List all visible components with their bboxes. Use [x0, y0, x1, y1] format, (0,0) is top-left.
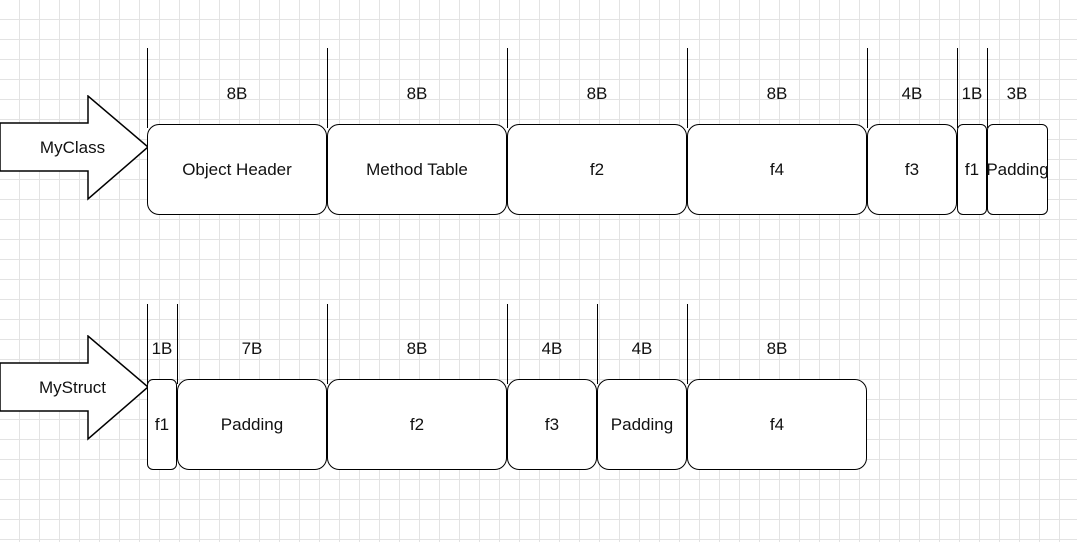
size-label: 1B: [151, 339, 173, 358]
divider-line: [177, 304, 178, 384]
field-cell: f1: [147, 379, 177, 470]
mystruct-arrow: MyStruct: [0, 335, 150, 441]
divider-line: [867, 48, 868, 128]
field-cell: f4: [687, 379, 867, 470]
size-label: 1B: [961, 84, 983, 103]
field-cell: Object Header: [147, 124, 327, 215]
myclass-arrow: MyClass: [0, 95, 150, 201]
divider-line: [987, 48, 988, 128]
size-label: 4B: [541, 339, 563, 358]
divider-line: [327, 304, 328, 384]
size-label: 8B: [766, 84, 788, 103]
divider-line: [507, 48, 508, 128]
field-cell: Padding: [177, 379, 327, 470]
field-cell: f3: [507, 379, 597, 470]
arrow-shape: [0, 335, 150, 441]
field-cell: Method Table: [327, 124, 507, 215]
arrow-shape: [0, 95, 150, 201]
divider-line: [687, 304, 688, 384]
divider-line: [597, 304, 598, 384]
divider-line: [507, 304, 508, 384]
size-label: 8B: [406, 339, 428, 358]
field-cell: f4: [687, 124, 867, 215]
field-cell: Padding: [597, 379, 687, 470]
size-label: 3B: [1006, 84, 1028, 103]
field-cell: f3: [867, 124, 957, 215]
field-cell: f2: [507, 124, 687, 215]
mystruct-label-wrap: MyStruct: [0, 335, 145, 441]
divider-line: [147, 304, 148, 384]
size-label: 4B: [631, 339, 653, 358]
myclass-label-wrap: MyClass: [0, 95, 145, 201]
myclass-label: MyClass: [39, 138, 106, 157]
size-label: 8B: [586, 84, 608, 103]
field-cell: f2: [327, 379, 507, 470]
divider-line: [327, 48, 328, 128]
mystruct-label: MyStruct: [38, 378, 107, 397]
size-label: 7B: [241, 339, 263, 358]
divider-line: [687, 48, 688, 128]
field-cell: f1: [957, 124, 987, 215]
divider-line: [957, 48, 958, 128]
divider-line: [147, 48, 148, 128]
size-label: 8B: [226, 84, 248, 103]
field-cell: Padding: [986, 124, 1049, 215]
size-label: 4B: [901, 84, 923, 103]
size-label: 8B: [766, 339, 788, 358]
size-label: 8B: [406, 84, 428, 103]
